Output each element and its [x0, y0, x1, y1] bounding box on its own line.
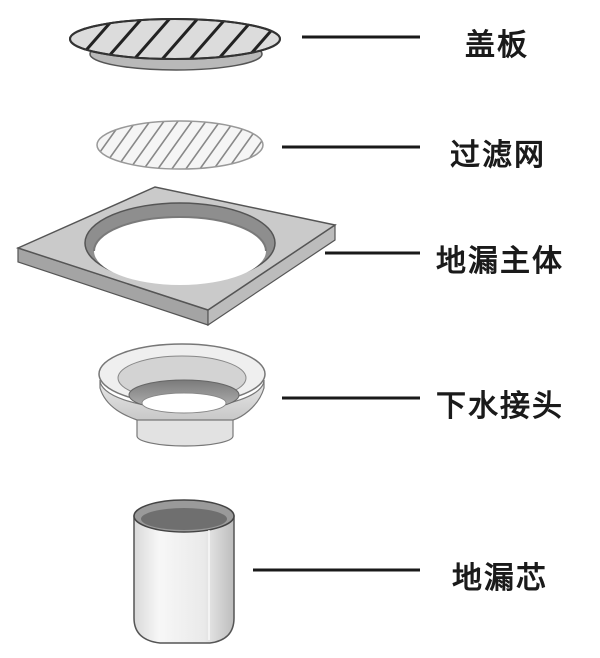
drain-body-plate — [15, 186, 337, 327]
drain-connector — [98, 343, 266, 447]
cover-plate — [69, 18, 281, 71]
filter-mesh — [96, 120, 264, 170]
drain-core — [133, 499, 235, 644]
label-drain-core: 地漏芯 — [452, 561, 548, 596]
label-connector: 下水接头 — [436, 389, 564, 424]
label-drain-body: 地漏主体 — [436, 244, 564, 279]
label-filter: 过滤网 — [450, 138, 546, 173]
label-cover: 盖板 — [465, 28, 529, 63]
